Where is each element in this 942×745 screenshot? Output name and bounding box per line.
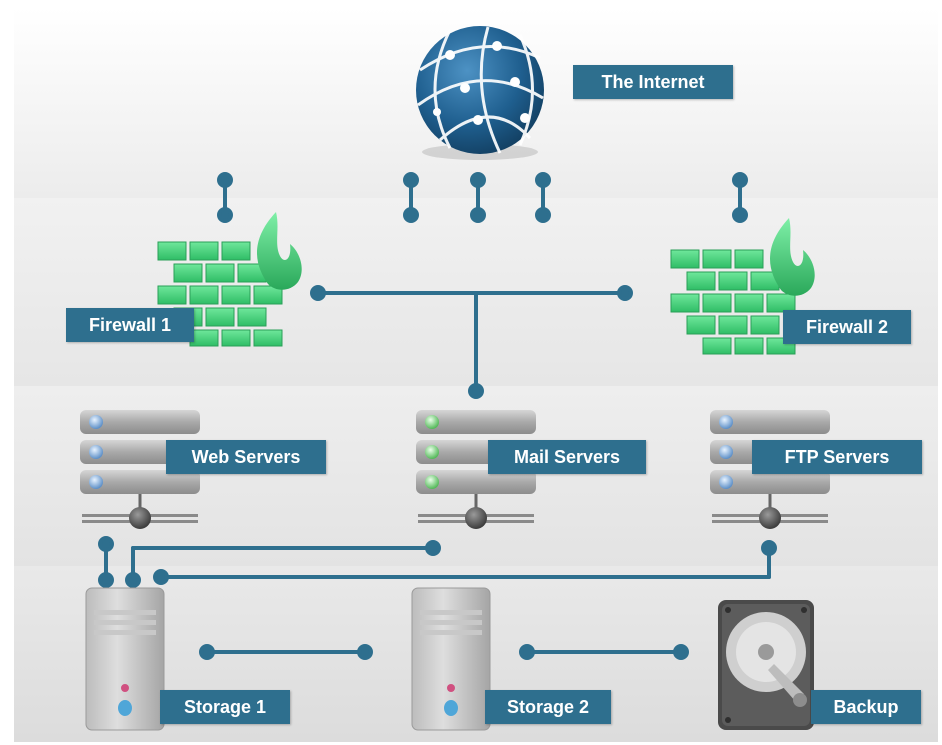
- link-storage-1-to-storage-2: [199, 644, 373, 660]
- stub-internet-left: [403, 172, 419, 223]
- label-firewall-1: Firewall 1: [66, 308, 194, 342]
- firewall-icon: [157, 212, 302, 347]
- firewall-bus: [310, 285, 633, 399]
- label-ftp-servers: FTP Servers: [752, 440, 922, 474]
- label-storage-2: Storage 2: [485, 690, 611, 724]
- label-firewall-2: Firewall 2: [783, 310, 911, 344]
- link-web-to-storage: [98, 536, 114, 588]
- label-the-internet: The Internet: [573, 65, 733, 99]
- hard-drive-icon: [718, 600, 814, 730]
- stub-internet-right: [535, 172, 551, 223]
- connectors: [98, 172, 777, 660]
- link-storage-2-to-backup: [519, 644, 689, 660]
- stub-firewall-2: [732, 172, 748, 223]
- link-mail-to-storage: [125, 540, 441, 588]
- firewall-icon: [670, 218, 815, 355]
- tower-server-icon: [85, 587, 165, 731]
- stub-firewall-1: [217, 172, 233, 223]
- stub-internet-center: [470, 172, 486, 223]
- label-backup: Backup: [811, 690, 921, 724]
- server-rack-icon: [710, 410, 830, 529]
- label-mail-servers: Mail Servers: [488, 440, 646, 474]
- tower-server-icon: [411, 587, 491, 731]
- link-ftp-to-storage: [153, 540, 777, 585]
- globe-icon: [416, 26, 544, 160]
- label-storage-1: Storage 1: [160, 690, 290, 724]
- label-web-servers: Web Servers: [166, 440, 326, 474]
